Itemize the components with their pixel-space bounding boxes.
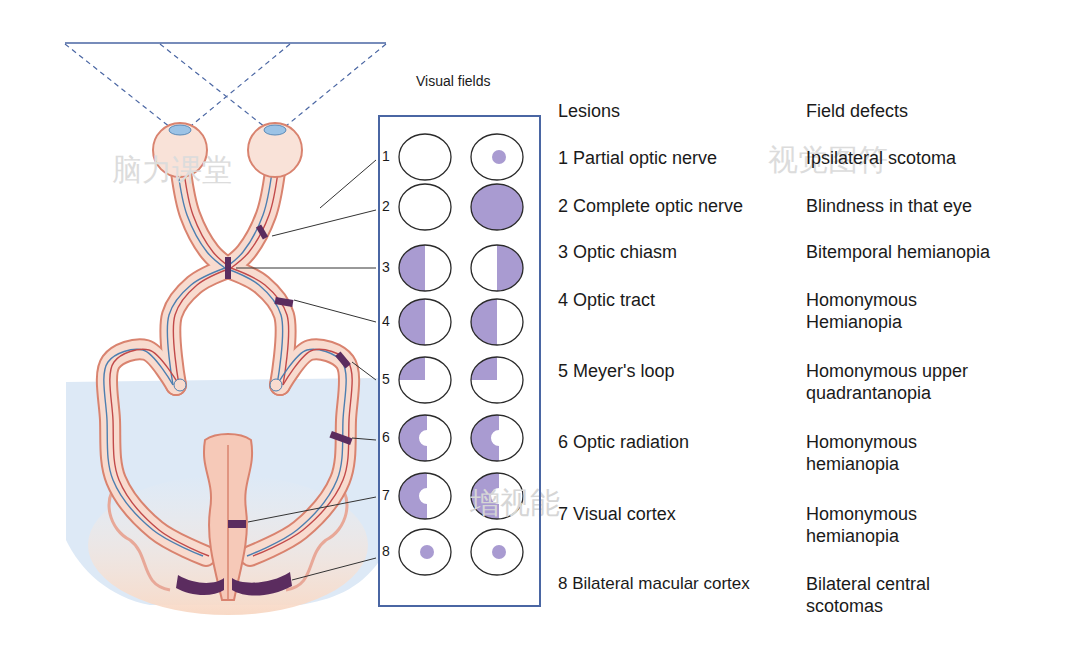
nerve-fill bbox=[228, 268, 286, 385]
fiber-blue bbox=[225, 268, 283, 385]
column-header: Field defects bbox=[806, 101, 908, 123]
visual-field bbox=[399, 134, 451, 180]
lgn bbox=[174, 379, 186, 391]
leader-line bbox=[248, 497, 376, 522]
lgn bbox=[270, 379, 282, 391]
lesion-mark bbox=[225, 257, 231, 279]
leader-line bbox=[236, 268, 376, 269]
nerve-fill bbox=[170, 268, 228, 385]
leader-line bbox=[292, 558, 376, 580]
nerve-fill bbox=[250, 349, 349, 556]
lens bbox=[264, 125, 286, 135]
fiber-red bbox=[173, 268, 231, 385]
callout-number: 7 bbox=[382, 487, 390, 504]
nerve-sheath bbox=[170, 268, 228, 385]
field-ray bbox=[180, 44, 290, 135]
nerve-fill bbox=[181, 172, 228, 268]
visual-field bbox=[471, 529, 523, 575]
visual-field bbox=[395, 466, 451, 526]
lesion-site: 1 Partial optic nerve bbox=[558, 148, 717, 170]
lesion-mark bbox=[232, 572, 292, 596]
fiber-blue bbox=[178, 172, 225, 268]
field-defect: Homonymous upper quadrantanopia bbox=[806, 361, 996, 404]
field-defect: Bilateral central scotomas bbox=[806, 574, 981, 617]
field-line bbox=[65, 42, 386, 44]
visual-field bbox=[467, 350, 523, 403]
lesion-mark bbox=[329, 431, 352, 445]
visual-fields-box: Visual fields bbox=[378, 115, 541, 607]
leader-line bbox=[294, 300, 376, 322]
visual-field bbox=[399, 529, 451, 575]
visual-field bbox=[467, 177, 527, 237]
callout-number: 8 bbox=[382, 543, 390, 560]
lesion-mark bbox=[176, 575, 224, 595]
field-defect: Homonymous hemianopia bbox=[806, 432, 956, 475]
visual-field bbox=[395, 238, 451, 298]
visual-field bbox=[471, 238, 527, 298]
fiber-blue bbox=[247, 349, 346, 556]
fiber-red bbox=[231, 268, 289, 385]
occipital-lobe bbox=[204, 434, 252, 600]
nerve-sheath bbox=[181, 172, 228, 268]
visual-field bbox=[467, 292, 523, 352]
callout-number: 3 bbox=[382, 259, 390, 276]
leader-line bbox=[320, 160, 376, 208]
nerve-fill bbox=[107, 349, 206, 556]
lesion-site: 3 Optic chiasm bbox=[558, 242, 677, 264]
visual-field bbox=[395, 408, 451, 468]
field-ray bbox=[160, 44, 275, 135]
nerve-sheath bbox=[250, 349, 349, 556]
watermark: 脑力课堂 bbox=[112, 152, 232, 188]
field-ray bbox=[275, 44, 386, 135]
callout-number: 4 bbox=[382, 313, 390, 330]
field-defect: Blindness in that eye bbox=[806, 196, 972, 218]
nerve-sheath bbox=[228, 172, 275, 268]
column-header: Lesions bbox=[558, 101, 620, 123]
callout-number: 1 bbox=[382, 148, 390, 165]
leader-line bbox=[272, 210, 376, 236]
panel-title: Visual fields bbox=[416, 73, 490, 89]
callout-number: 5 bbox=[382, 371, 390, 388]
nerve-sheath bbox=[228, 268, 286, 385]
lesion-mark bbox=[335, 352, 351, 369]
fiber-red bbox=[253, 349, 352, 556]
lesion-mark bbox=[228, 520, 246, 528]
visual-field bbox=[395, 350, 451, 403]
lens bbox=[169, 125, 191, 135]
eyeball bbox=[248, 123, 302, 177]
field-defect: Ipsilateral scotoma bbox=[806, 148, 956, 170]
fiber-red bbox=[110, 349, 209, 556]
nerve-sheath bbox=[107, 349, 206, 556]
field-ray bbox=[65, 44, 180, 135]
lesion-site: 5 Meyer's loop bbox=[558, 361, 675, 383]
visual-field bbox=[471, 134, 523, 180]
lesion-site: 7 Visual cortex bbox=[558, 504, 676, 526]
field-defect: Homonymous hemianopia bbox=[806, 504, 956, 547]
fiber-red bbox=[231, 172, 278, 268]
fiber-red bbox=[184, 172, 231, 268]
visual-field bbox=[395, 292, 451, 352]
visual-field bbox=[467, 408, 523, 468]
lesion-mark bbox=[275, 297, 294, 307]
nerve-fill bbox=[228, 172, 275, 268]
lesion-site: 6 Optic radiation bbox=[558, 432, 689, 454]
lesion-site: 2 Complete optic nerve bbox=[558, 196, 743, 218]
lesion-site: 8 Bilateral macular cortex bbox=[558, 574, 750, 594]
field-defect: Bitemporal hemianopia bbox=[806, 242, 990, 264]
visual-field bbox=[399, 184, 451, 230]
lesion-site: 4 Optic tract bbox=[558, 290, 655, 312]
leader-line bbox=[352, 362, 376, 380]
callout-number: 2 bbox=[382, 198, 390, 215]
callout-number: 6 bbox=[382, 429, 390, 446]
field-defect: Homonymous Hemianopia bbox=[806, 290, 956, 333]
lesion-mark bbox=[256, 224, 268, 239]
leader-line bbox=[352, 438, 376, 440]
watermark: 增视能 bbox=[470, 485, 560, 521]
